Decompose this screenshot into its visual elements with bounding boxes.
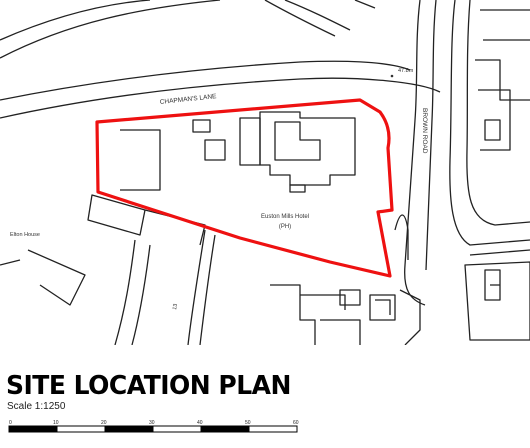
road-edge <box>404 0 426 306</box>
building-outline <box>399 289 421 345</box>
building-outline <box>394 214 409 260</box>
building-outline <box>464 249 530 341</box>
building-outline <box>259 111 356 186</box>
south-parcel-label: 13 <box>172 303 179 310</box>
building-outline <box>204 139 226 161</box>
road-edge <box>0 259 21 266</box>
scale-segment <box>248 425 298 433</box>
building-outline <box>369 294 396 321</box>
road-edge <box>114 239 136 345</box>
scale-tick-label: 60 <box>293 420 299 426</box>
map-linework <box>0 0 530 345</box>
road-edge <box>187 229 206 345</box>
road-edge <box>264 0 336 37</box>
building-outline <box>475 9 530 151</box>
road-edge <box>466 0 530 226</box>
building-outline <box>274 121 321 161</box>
road-label-north: CHAPMAN'S LANE <box>159 93 217 106</box>
site-label: Euston Mills Hotel <box>261 214 309 220</box>
building-outline <box>192 119 211 133</box>
scale-segment <box>200 425 250 433</box>
scale-tick-label: 30 <box>149 420 155 426</box>
building-outline <box>339 289 361 306</box>
scale-bar: 0 10 20 30 40 50 60 <box>8 420 299 433</box>
scale-segment <box>152 425 202 433</box>
level-marker <box>390 74 394 78</box>
scale-tick-label: 10 <box>53 420 59 426</box>
road-edge <box>0 60 411 101</box>
road-label-east: BROWN ROAD <box>421 108 428 154</box>
site-sublabel: (PH) <box>279 224 291 230</box>
scale-tick-label: 40 <box>197 420 203 426</box>
road-edge <box>449 0 530 246</box>
scale-tick-label: 20 <box>101 420 107 426</box>
building-outline <box>320 319 361 345</box>
road-edge <box>425 0 437 271</box>
scale-tick-label: 0 <box>9 420 12 426</box>
road-edge <box>284 0 351 31</box>
site-boundary <box>95 98 394 278</box>
road-edge <box>0 0 221 59</box>
road-edge <box>0 0 151 41</box>
building-outline <box>87 194 146 236</box>
plan-title: SITE LOCATION PLAN <box>6 370 291 401</box>
scale-segment <box>104 425 154 433</box>
road-edge <box>131 244 151 345</box>
scale-segment <box>56 425 106 433</box>
building-outline <box>239 117 261 166</box>
road-edge <box>0 77 441 119</box>
west-building-label: Elton House <box>10 232 40 238</box>
plan-scale: Scale 1:1250 <box>7 401 66 412</box>
road-edge <box>199 234 216 345</box>
scale-tick-label: 50 <box>245 420 251 426</box>
level-label: 47.8m <box>398 68 414 74</box>
scale-segment <box>8 425 58 433</box>
road-edge <box>354 0 376 9</box>
site-map: CHAPMAN'S LANE BROWN ROAD Euston Mills H… <box>0 0 530 345</box>
building-outline <box>289 184 306 193</box>
road-edge <box>27 249 86 306</box>
building-outline <box>270 284 346 345</box>
building-outline <box>120 129 161 191</box>
building-outline <box>144 209 206 246</box>
